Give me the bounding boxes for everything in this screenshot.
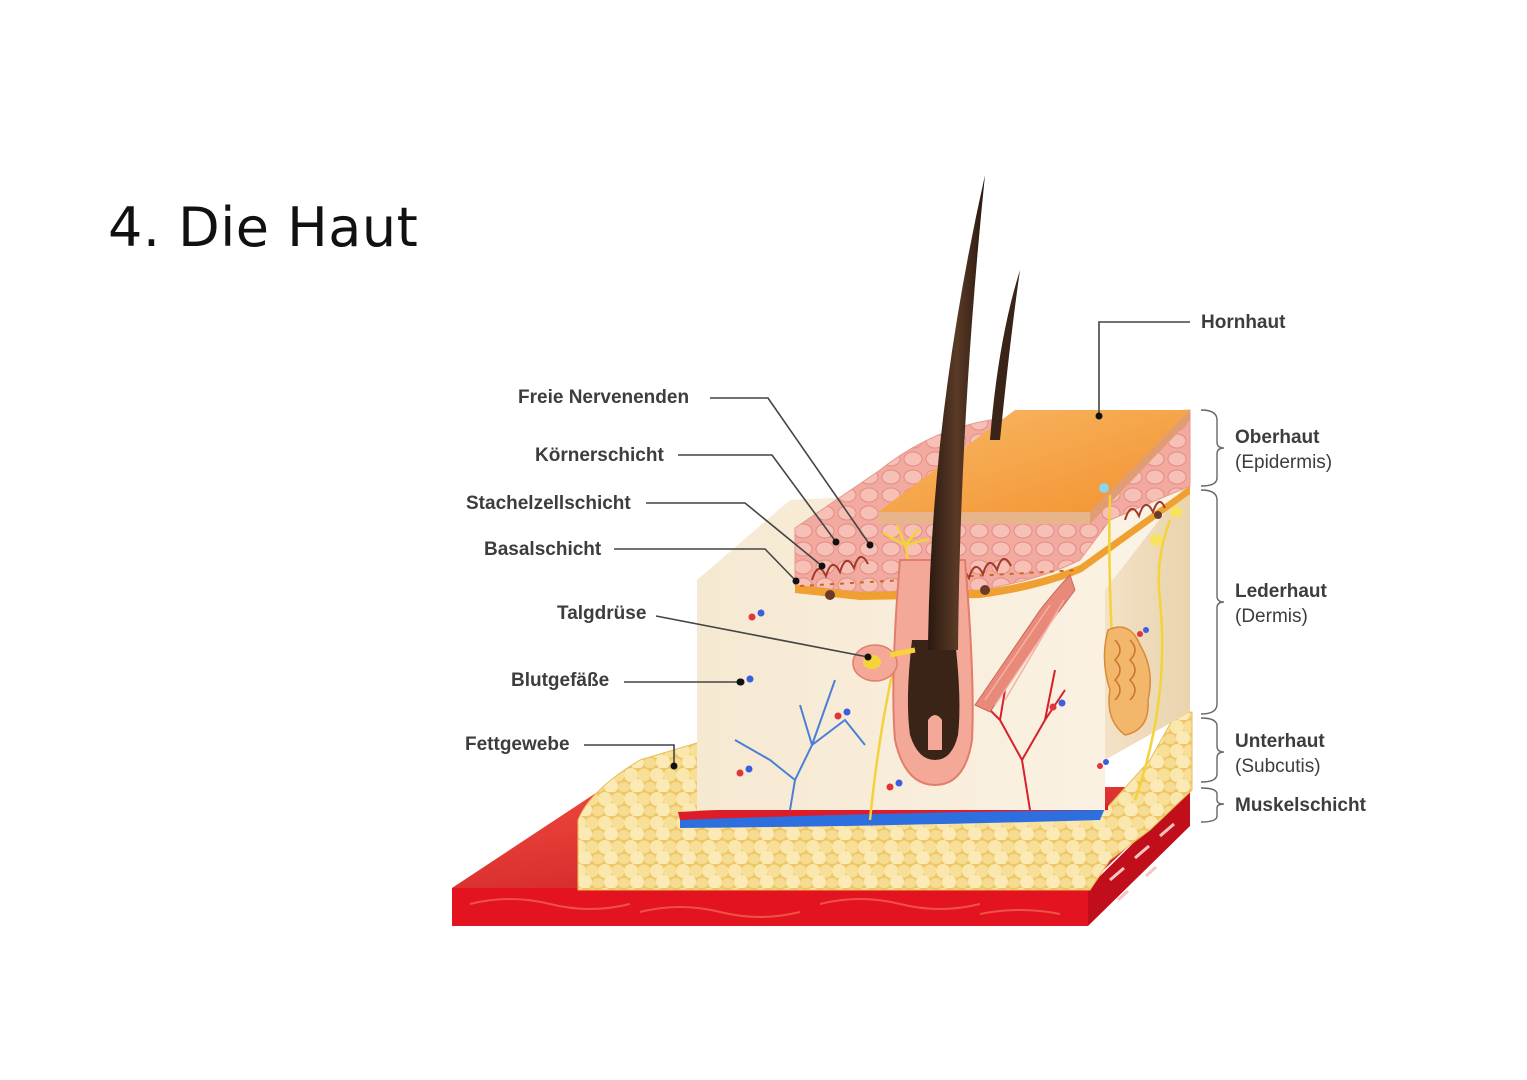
svg-text:Muskelschicht: Muskelschicht <box>1235 795 1367 816</box>
svg-text:Blutgefäße: Blutgefäße <box>511 670 609 691</box>
svg-text:Fettgewebe: Fettgewebe <box>465 734 570 755</box>
svg-text:Unterhaut: Unterhaut <box>1235 731 1325 752</box>
svg-text:Oberhaut: Oberhaut <box>1235 427 1320 448</box>
label-hornhaut: Hornhaut <box>1096 312 1287 420</box>
svg-text:Freie Nervenenden: Freie Nervenenden <box>518 387 689 408</box>
label-unterhaut: Unterhaut (Subcutis) <box>1235 731 1325 777</box>
brace-lederhaut <box>1201 490 1224 714</box>
label-lederhaut: Lederhaut (Dermis) <box>1235 581 1328 627</box>
svg-text:Hornhaut: Hornhaut <box>1201 312 1286 333</box>
svg-text:Basalschicht: Basalschicht <box>484 539 602 560</box>
svg-text:Talgdrüse: Talgdrüse <box>557 603 646 624</box>
brace-unterhaut <box>1201 718 1224 782</box>
svg-text:Körnerschicht: Körnerschicht <box>535 445 664 466</box>
svg-text:(Epidermis): (Epidermis) <box>1235 452 1332 473</box>
svg-text:(Dermis): (Dermis) <box>1235 606 1308 627</box>
brace-oberhaut <box>1201 410 1224 486</box>
brace-muskelschicht <box>1201 788 1224 822</box>
label-muskelschicht: Muskelschicht <box>1235 795 1367 816</box>
svg-text:Stachelzellschicht: Stachelzellschicht <box>466 493 631 514</box>
svg-text:(Subcutis): (Subcutis) <box>1235 756 1321 777</box>
label-oberhaut: Oberhaut (Epidermis) <box>1235 427 1332 473</box>
svg-text:Lederhaut: Lederhaut <box>1235 581 1328 602</box>
